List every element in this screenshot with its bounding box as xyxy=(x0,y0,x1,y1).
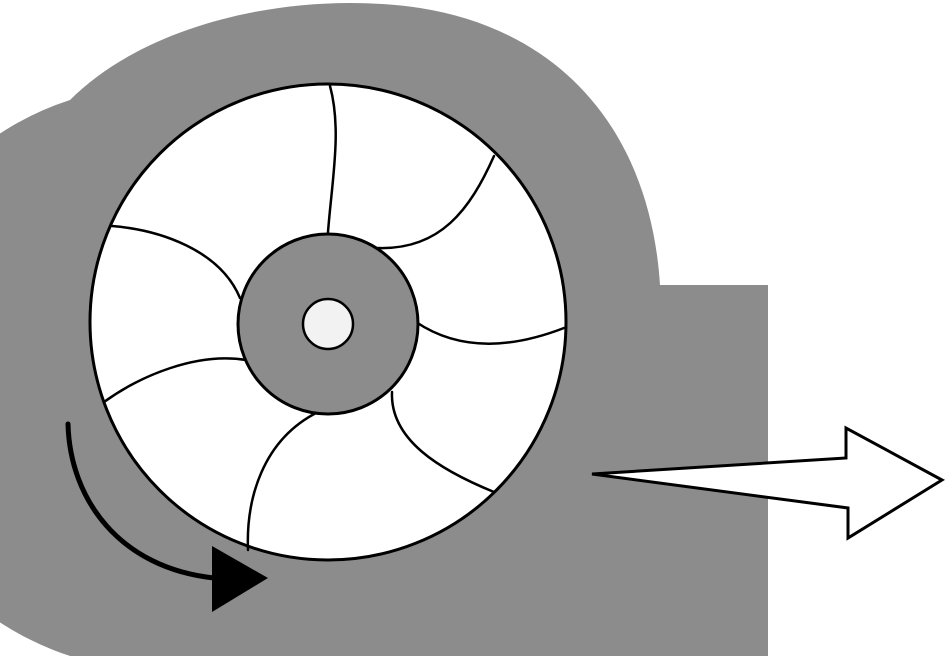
impeller-blade xyxy=(102,357,248,404)
impeller-blade xyxy=(110,224,242,300)
impeller-blade xyxy=(246,410,320,552)
impeller-blade xyxy=(390,390,496,494)
impeller-blade xyxy=(376,154,496,250)
impeller-blade xyxy=(326,84,337,234)
curved-arrow-icon xyxy=(65,421,268,612)
outflow-arrow-icon xyxy=(591,425,945,541)
shaft xyxy=(301,297,355,351)
impeller-blade xyxy=(414,320,566,346)
impeller-blades xyxy=(102,84,566,552)
